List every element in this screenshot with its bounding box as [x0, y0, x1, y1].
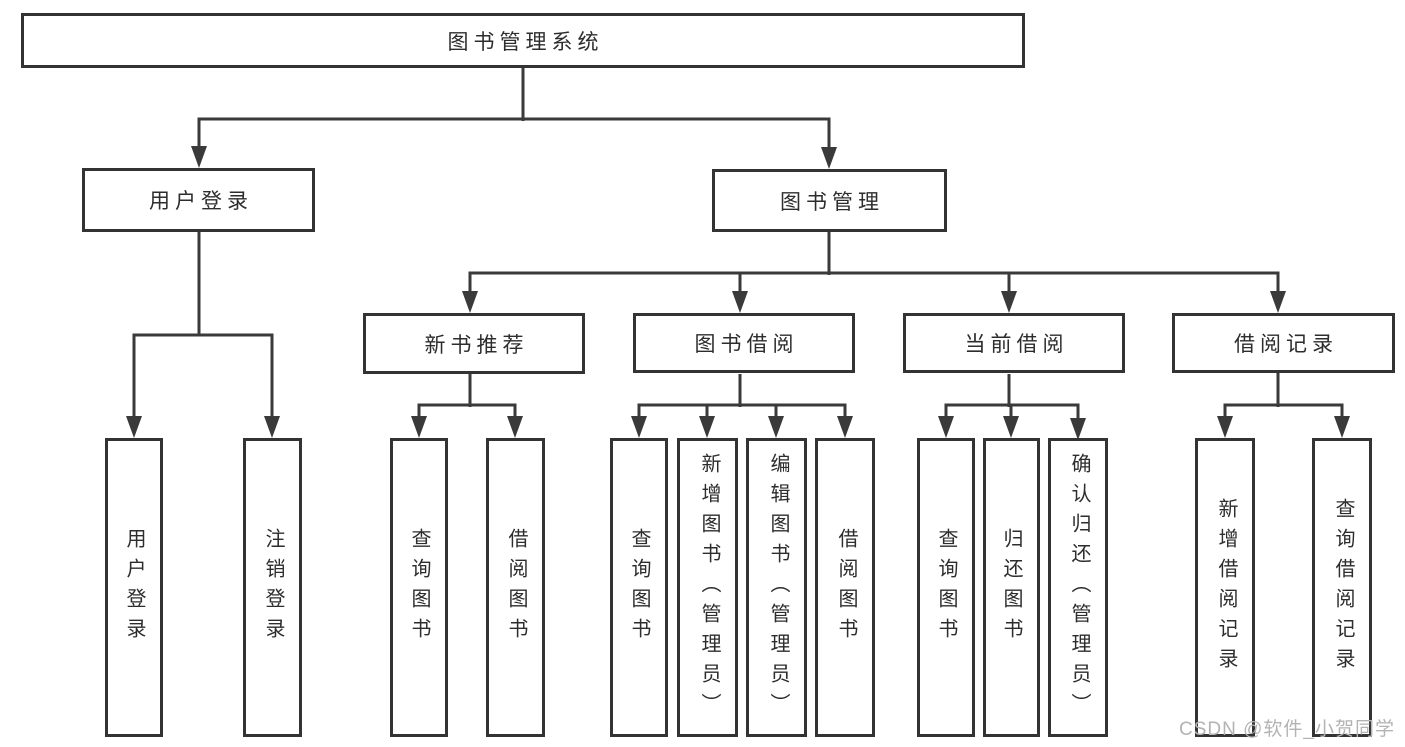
leaf-query-books-1: 查询图书 [390, 438, 448, 737]
node-user-login: 用户登录 [82, 168, 315, 232]
node-borrow-records: 借阅记录 [1172, 313, 1395, 373]
leaf-user-login: 用户登录 [105, 438, 163, 737]
watermark: CSDN @软件_小贺同学 [1179, 719, 1395, 740]
node-book-management: 图书管理 [712, 169, 947, 232]
leaf-add-borrow-record: 新增借阅记录 [1195, 438, 1255, 737]
leaf-borrow-books-2: 借阅图书 [815, 438, 875, 737]
leaf-logout: 注销登录 [243, 438, 302, 737]
node-new-book-recommend: 新书推荐 [363, 313, 585, 374]
leaf-query-books-2: 查询图书 [610, 438, 668, 737]
leaf-edit-book-admin: 编辑图书（管理员） [746, 438, 807, 737]
leaf-confirm-return-admin: 确认归还（管理员） [1048, 438, 1108, 737]
leaf-query-books-3: 查询图书 [917, 438, 975, 737]
node-current-borrow: 当前借阅 [903, 313, 1125, 373]
node-book-borrow: 图书借阅 [633, 313, 855, 373]
leaf-add-book-admin: 新增图书（管理员） [677, 438, 738, 737]
node-root: 图书管理系统 [21, 13, 1025, 68]
leaf-borrow-books-1: 借阅图书 [486, 438, 545, 737]
leaf-return-book: 归还图书 [983, 438, 1040, 737]
leaf-query-borrow-record: 查询借阅记录 [1312, 438, 1372, 737]
